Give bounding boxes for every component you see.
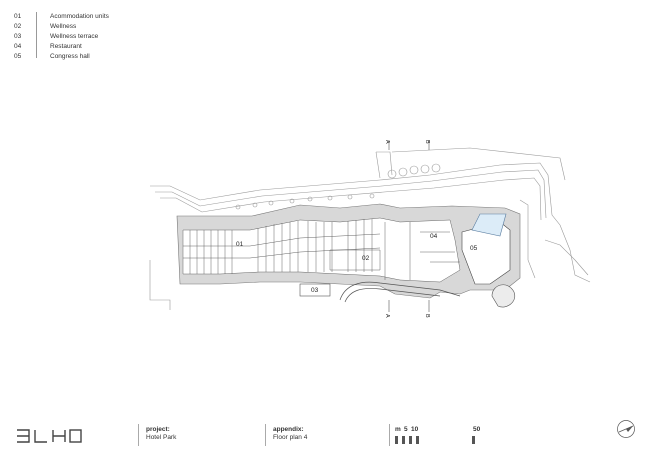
curved-drive (339, 281, 461, 303)
legend-item: 01 Acommodation units (14, 12, 109, 22)
legend-divider (36, 12, 37, 58)
legend-number: 01 (14, 13, 22, 20)
title-divider (389, 424, 390, 446)
legend: 01 Acommodation units 02 Wellness 03 Wellne… (14, 12, 109, 62)
section-label-b-top: B (424, 140, 430, 144)
legend-label: Acommodation units (50, 13, 109, 20)
title-divider (138, 424, 139, 446)
legend-number: 03 (14, 33, 22, 40)
legend-item: 04 Restaurant (14, 42, 109, 52)
legend-number: 05 (14, 53, 22, 60)
terrace-box (299, 283, 331, 297)
title-block: project: Hotel Park appendix: Floor plan… (0, 420, 650, 450)
zone-label-04: 04 (430, 233, 438, 240)
scale-bar (395, 436, 475, 444)
legend-item: 02 Wellness (14, 22, 109, 32)
legend-item: 05 Congress hall (14, 52, 109, 62)
section-lines (388, 140, 430, 312)
title-divider (265, 424, 266, 446)
scale-50: 50 (473, 426, 481, 433)
legend-label: Congress hall (50, 53, 90, 60)
roundabout (491, 284, 516, 308)
legend-number: 02 (14, 23, 22, 30)
blho-logo-icon (17, 429, 82, 443)
appendix-label: appendix: (273, 426, 304, 433)
appendix-value: Floor plan 4 (273, 434, 308, 441)
room-partitions (183, 219, 460, 280)
section-label-a-bottom: A (384, 314, 390, 318)
legend-item: 03 Wellness terrace (14, 32, 109, 42)
scale-10: 10 (411, 426, 419, 433)
legend-label: Restaurant (50, 43, 82, 50)
project-label: project: (146, 426, 170, 433)
project-value: Hotel Park (146, 434, 177, 441)
project-block: project: Hotel Park (146, 426, 176, 442)
tree-row (235, 163, 441, 210)
appendix-block: appendix: Floor plan 4 (273, 426, 307, 442)
legend-number: 04 (14, 43, 22, 50)
zone-label-02: 02 (362, 255, 370, 262)
legend-label: Wellness terrace (50, 33, 99, 40)
floor-plan-drawing: 01 02 03 04 05 A B A B (149, 140, 591, 318)
legend-label: Wellness (50, 23, 77, 30)
scale-5: 5 (404, 426, 408, 433)
section-label-b-bottom: B (424, 314, 430, 318)
zone-label-01: 01 (236, 241, 244, 248)
zone-label-03: 03 (311, 287, 319, 294)
scale-unit: m (395, 426, 401, 433)
room-band (182, 217, 461, 283)
north-arrow-icon (617, 420, 635, 438)
section-label-a-top: A (384, 140, 390, 144)
site-outline (149, 147, 591, 310)
zone-label-05: 05 (470, 245, 478, 252)
glass-roof (471, 213, 507, 237)
